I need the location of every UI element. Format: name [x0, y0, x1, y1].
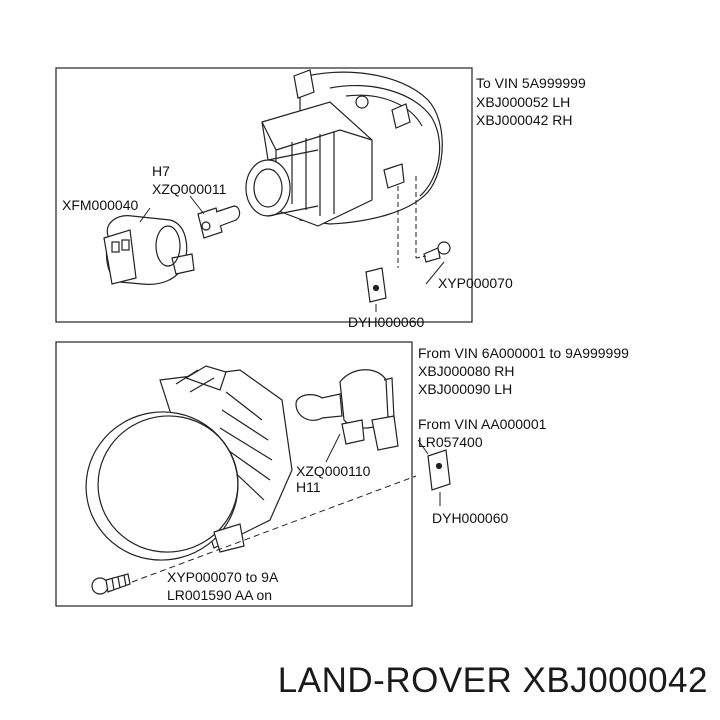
- bottom-rh-part-label: XBJ000080 RH: [418, 363, 515, 379]
- bottom-clip: [427, 449, 451, 491]
- bottom-screw: [91, 573, 131, 595]
- bottom-vin-range-2-label: From VIN AA000001: [418, 416, 547, 432]
- top-vin-range-label: To VIN 5A999999: [476, 75, 586, 91]
- top-leader-lines: [139, 176, 445, 312]
- bottom-leader-lines: [131, 433, 441, 583]
- top-screw-part-label: XYP000070: [438, 275, 513, 291]
- bottom-vin-range-1-label: From VIN 6A000001 to 9A999999: [418, 345, 629, 361]
- top-connector-part-label: XFM000040: [62, 197, 139, 213]
- top-bulb-part-label: XZQ000011: [152, 181, 227, 197]
- bottom-bulb-type-label: H11: [296, 479, 321, 495]
- bottom-lh-part-label: XBJ000090 LH: [418, 381, 513, 397]
- bottom-lamp-part-label: LR057400: [418, 434, 483, 450]
- top-panel-frame: [55, 67, 473, 323]
- bottom-h11-bulb: [295, 369, 399, 451]
- top-clip-part-label: DYH000060: [348, 314, 425, 330]
- top-screw: [423, 241, 451, 263]
- page-title: LAND-ROVER XBJ000042: [277, 661, 708, 700]
- top-connector: [103, 215, 195, 285]
- top-fog-lamp-housing: [245, 69, 443, 227]
- bottom-fog-lamp: [85, 365, 293, 561]
- bottom-screw-part-label: XYP000070 to 9A: [167, 569, 279, 585]
- top-bulb-type-label: H7: [152, 163, 170, 179]
- top-rh-part-label: XBJ000042 RH: [476, 112, 573, 128]
- top-lh-part-label: XBJ000052 LH: [476, 94, 571, 110]
- bottom-screw-alt-part-label: LR001590 AA on: [167, 587, 273, 603]
- bottom-panel-frame: [55, 341, 413, 607]
- bottom-bulb-part-label: XZQ000110: [296, 463, 371, 479]
- bottom-clip-part-label: DYH000060: [432, 510, 509, 526]
- top-h7-bulb: [197, 205, 241, 239]
- top-clip: [365, 267, 387, 303]
